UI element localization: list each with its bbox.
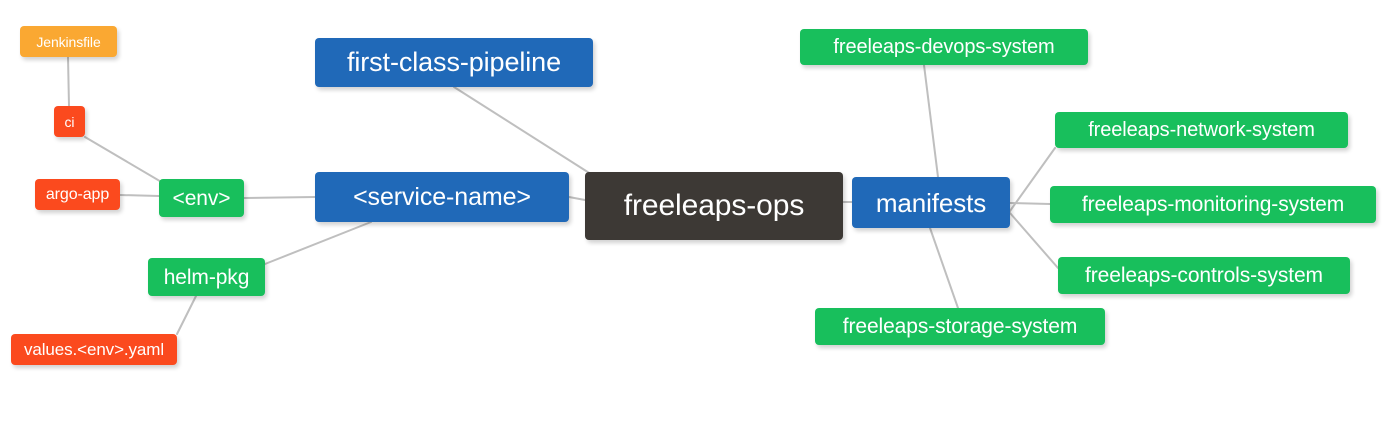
edge-manifests-to-freeleaps-devops-system xyxy=(923,64,939,178)
node-freeleaps-storage-system[interactable]: freeleaps-storage-system xyxy=(815,308,1105,345)
edge-service-name-to-first-class-pipeline xyxy=(453,86,606,184)
edge-manifests-to-freeleaps-network-system xyxy=(1009,147,1056,212)
node-jenkinsfile[interactable]: Jenkinsfile xyxy=(20,26,117,57)
node-helm-pkg[interactable]: helm-pkg xyxy=(148,258,265,296)
edge-manifests-to-freeleaps-storage-system xyxy=(929,227,959,309)
node-freeleaps-monitoring-system[interactable]: freeleaps-monitoring-system xyxy=(1050,186,1376,223)
node-freeleaps-ops[interactable]: freeleaps-ops xyxy=(585,172,843,240)
node-service-name[interactable]: <service-name> xyxy=(315,172,569,222)
node-argo-app[interactable]: argo-app xyxy=(35,179,120,210)
node-ci[interactable]: ci xyxy=(54,106,85,137)
node-env[interactable]: <env> xyxy=(159,179,244,217)
node-first-class-pipeline[interactable]: first-class-pipeline xyxy=(315,38,593,87)
edge-ci-to-jenkinsfile xyxy=(67,56,70,107)
edge-service-name-to-env xyxy=(243,196,316,199)
edge-service-name-to-freeleaps-ops xyxy=(568,196,586,201)
node-values-env-yaml[interactable]: values.<env>.yaml xyxy=(11,334,177,365)
node-manifests[interactable]: manifests xyxy=(852,177,1010,228)
edge-env-to-argo-app xyxy=(119,194,160,197)
node-freeleaps-devops-system[interactable]: freeleaps-devops-system xyxy=(800,29,1088,65)
edge-helm-pkg-to-values-env-yaml xyxy=(176,295,197,335)
edge-manifests-to-freeleaps-monitoring-system xyxy=(1009,202,1051,205)
node-freeleaps-controls-system[interactable]: freeleaps-controls-system xyxy=(1058,257,1350,294)
node-freeleaps-network-system[interactable]: freeleaps-network-system xyxy=(1055,112,1348,148)
edge-service-name-to-helm-pkg xyxy=(264,221,372,265)
